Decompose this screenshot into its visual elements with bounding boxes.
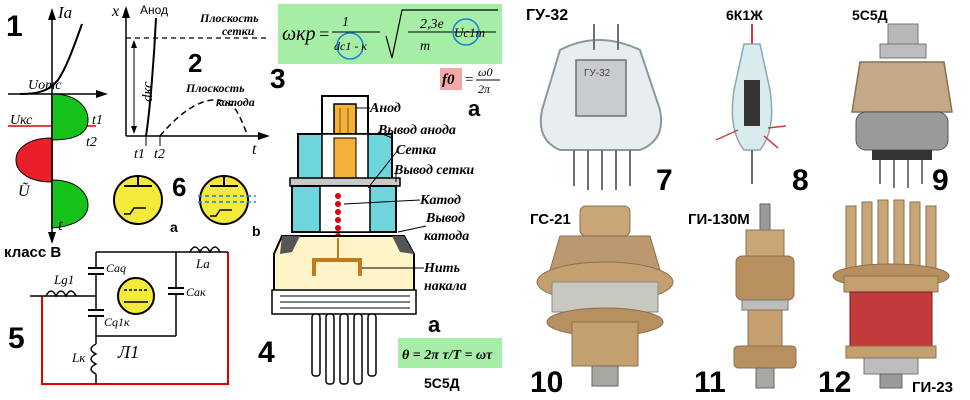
- panel-number: 6: [172, 172, 186, 202]
- grid-plane-label-2: сетки: [222, 24, 255, 38]
- panel-sub-label-a: а: [428, 312, 441, 337]
- formula-f0-num: ω0: [478, 65, 492, 79]
- panel-sub-label-a: а: [468, 96, 481, 121]
- label-u-tilde: Ũ: [18, 182, 31, 200]
- label-grid-lead: Вывод сетки: [393, 163, 474, 178]
- svg-text:ГУ-32: ГУ-32: [584, 68, 611, 79]
- label-la: La: [195, 256, 210, 271]
- label-grid: Сетка: [396, 143, 436, 158]
- panel-6-tube-symbols: a 6 b: [113, 172, 261, 239]
- label-filament-1: Нить: [423, 261, 460, 276]
- photo-10-gs21: ГС-21 10: [530, 205, 674, 399]
- label-cak: Caк: [186, 285, 206, 299]
- formula-denominator: dс1 - к: [334, 39, 367, 53]
- tube-name-caption: 5С5Д: [424, 375, 460, 391]
- photo-caption: ГИ-130М: [688, 211, 750, 228]
- grid-plane-label-1: Плоскость: [199, 11, 259, 25]
- cathode-plane-label-2: катода: [216, 95, 255, 109]
- photo-caption: ГУ-32: [526, 7, 568, 24]
- panel-number: 2: [188, 48, 202, 78]
- label-cag: Caq: [106, 261, 126, 275]
- photo-8-6k1zh: 6К1Ж 8: [715, 7, 809, 197]
- panel-number: 3: [270, 63, 286, 94]
- formula-f0-label: f0: [442, 72, 455, 88]
- photo-11-gi130m: ГИ-130М 11: [688, 203, 797, 399]
- photo-7-gu32: ГУ-32 ГУ-32 7: [526, 7, 673, 197]
- sub-label-b: b: [252, 223, 261, 239]
- photo-caption: ГИ-23: [912, 379, 953, 396]
- anode-label: Анод: [140, 3, 168, 17]
- photo-9-5s5d: 5С5Д 9: [851, 7, 953, 197]
- formula-equals: =: [318, 24, 330, 44]
- label-t: t: [58, 217, 63, 234]
- photo-caption: 6К1Ж: [726, 7, 763, 23]
- radiator-fins: [845, 199, 937, 277]
- base-pins: [311, 313, 377, 385]
- formula-theta-text: θ = 2π τ/T = ωτ: [402, 348, 493, 363]
- label-cathode-lead-1: Вывод: [425, 211, 465, 226]
- label-filament-2: накала: [424, 279, 467, 294]
- formula-root-num: 2,3e: [420, 17, 444, 32]
- label-u-otc: Uотс: [28, 78, 62, 93]
- formula-f0: f0 = ω0 2π а: [440, 65, 500, 121]
- class-label: класс B: [4, 244, 61, 261]
- formula-theta: а θ = 2π τ/T = ωτ 5С5Д: [398, 312, 502, 391]
- cathode-coil: [335, 193, 341, 239]
- formula-root-den: m: [420, 39, 430, 54]
- label-anode-lead: Вывод анода: [377, 123, 456, 138]
- sub-label-a: a: [170, 219, 178, 235]
- axis-label-x: x: [111, 3, 119, 20]
- panel-3-tube-section: Анод Вывод анода Сетка Вывод сетки Катод…: [258, 95, 474, 385]
- formula-f0-den: 2π: [478, 82, 491, 96]
- formula-numerator: 1: [342, 15, 349, 30]
- panel-2-trajectory: x Анод Плоскость сетки dкс 2 Плоскость к…: [111, 3, 270, 162]
- panel-number: 1: [6, 10, 23, 43]
- panel-number: 9: [932, 164, 949, 197]
- panel-number: 11: [694, 366, 726, 399]
- label-t1: t1: [134, 147, 145, 162]
- photo-caption: ГС-21: [530, 211, 571, 228]
- panel-number: 5: [8, 322, 25, 355]
- label-u-kc: Uкс: [10, 113, 33, 128]
- label-l1: Л1: [117, 342, 139, 362]
- photo-12-gi23: 12 ГИ-23: [818, 199, 953, 399]
- formula-omega: ωкр: [282, 23, 315, 45]
- label-anode: Анод: [369, 101, 401, 116]
- panel-number: 7: [656, 164, 673, 197]
- label-lk: Lк: [71, 350, 86, 365]
- formula-omega-cr: ωкр = 1 dс1 - к 2,3e m Uс1m 3: [270, 4, 502, 94]
- label-t2: t2: [86, 135, 97, 150]
- panel-number: 8: [792, 164, 809, 197]
- label-d-kc: dкс: [140, 81, 156, 102]
- axis-label-ia: Ia: [57, 3, 72, 22]
- label-t2: t2: [154, 147, 165, 162]
- label-cgk: Cq1к: [104, 315, 130, 329]
- label-lg1: Lg1: [53, 272, 74, 287]
- panel-number: 4: [258, 336, 275, 369]
- circuit-tube-symbol: [117, 277, 155, 315]
- panel-5-circuit: Lg1 Caq Cq1к Caк La Lк Л1 5: [8, 246, 229, 385]
- label-t: t: [252, 141, 257, 158]
- panel-1-waveform: 1 Ia Uотс Uкс t1 t2 Ũ t класс B: [4, 3, 108, 261]
- label-cathode-lead-2: катода: [424, 229, 469, 244]
- label-t1: t1: [92, 113, 103, 128]
- panel-number: 12: [818, 366, 851, 399]
- panel-number: 10: [530, 366, 563, 399]
- formula-u-term: Uс1m: [454, 25, 485, 40]
- formula-background: [278, 4, 502, 64]
- formula-f0-equals: =: [464, 72, 474, 88]
- photo-caption: 5С5Д: [852, 7, 888, 23]
- cathode-plane-label-1: Плоскость: [185, 81, 245, 95]
- label-cathode: Катод: [419, 193, 461, 208]
